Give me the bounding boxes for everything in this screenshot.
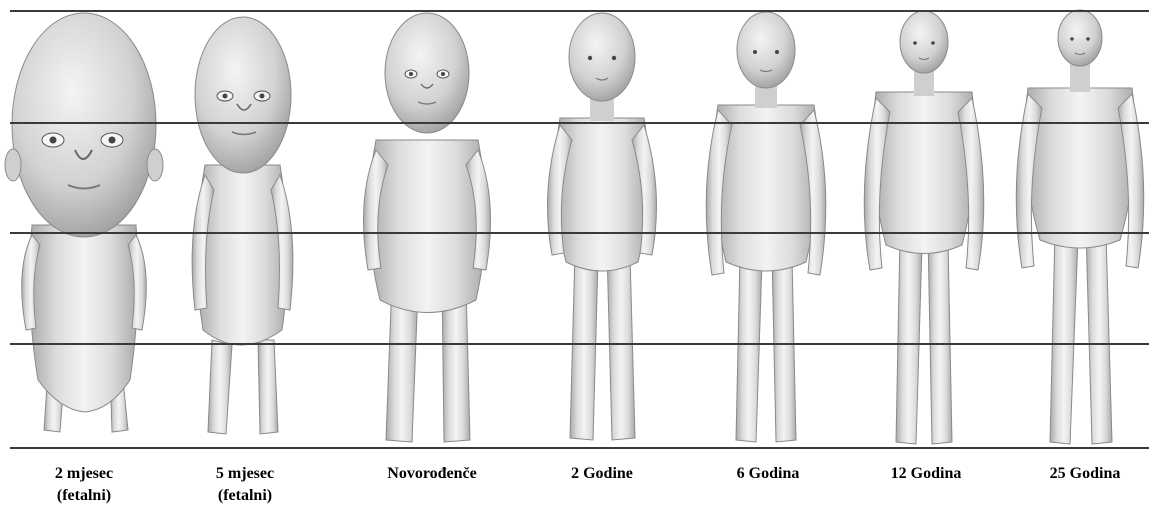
caption-line-2: (fetalni) [170, 485, 320, 507]
fetal-2-head [12, 13, 156, 237]
caption-line-1: 6 Godina [693, 463, 843, 485]
newborn-head [385, 13, 469, 133]
caption-fetal-5-month: 5 mjesec (fetalni) [170, 463, 320, 507]
figure-age-12 [864, 11, 984, 444]
caption-age-12: 12 Godina [851, 463, 1001, 485]
figure-fetal-5-month [192, 17, 293, 434]
age-2-head [569, 13, 635, 101]
age-6-head [737, 12, 795, 88]
caption-line-1: Novorođenče [357, 463, 507, 485]
figure-age-25 [1016, 10, 1144, 444]
caption-newborn: Novorođenče [357, 463, 507, 485]
fetal-5-left-leg [208, 340, 232, 434]
fetal-5-head [195, 17, 291, 173]
caption-age-25: 25 Godina [1010, 463, 1149, 485]
fetal-2-torso [30, 225, 138, 412]
caption-line-1: 2 mjesec [9, 463, 159, 485]
caption-fetal-2-month: 2 mjesec (fetalni) [9, 463, 159, 507]
age-12-head [900, 11, 948, 73]
figure-newborn [364, 13, 491, 442]
caption-line-1: 12 Godina [851, 463, 1001, 485]
caption-line-1: 5 mjesec [170, 463, 320, 485]
caption-age-2: 2 Godine [527, 463, 677, 485]
age-25-head [1058, 10, 1102, 66]
fetal-2-right-ear [147, 149, 163, 181]
figure-age-2 [548, 13, 657, 440]
figure-age-6 [706, 12, 826, 442]
caption-line-1: 25 Godina [1010, 463, 1149, 485]
figure-fetal-2-month [5, 13, 163, 432]
fetal-2-left-ear [5, 149, 21, 181]
caption-line-2: (fetalni) [9, 485, 159, 507]
fetal-5-right-leg [258, 340, 278, 434]
caption-line-1: 2 Godine [527, 463, 677, 485]
body-proportions-figure [0, 0, 1149, 460]
caption-age-6: 6 Godina [693, 463, 843, 485]
